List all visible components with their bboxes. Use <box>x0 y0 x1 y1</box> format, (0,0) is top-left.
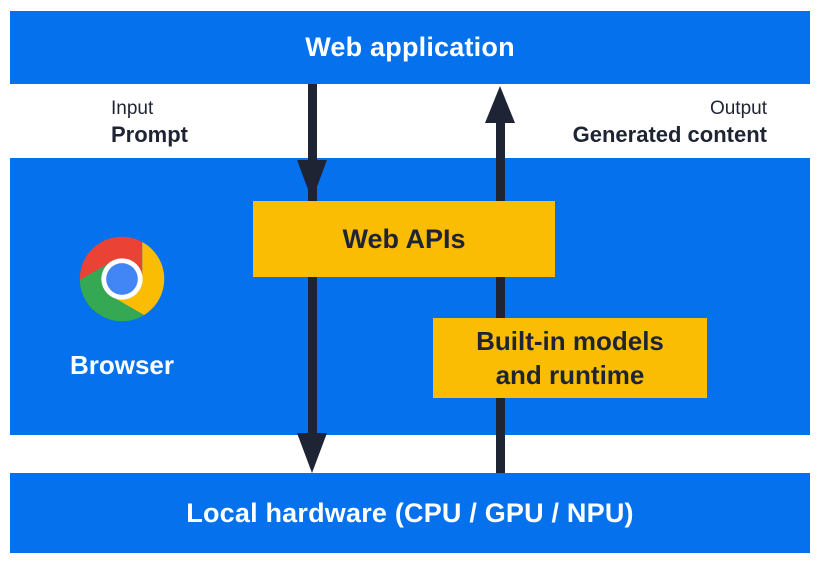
web-apis-box: Web APIs <box>253 201 555 277</box>
builtin-models-label-line1: Built-in models <box>476 326 664 356</box>
arrowhead-down-icon <box>297 160 327 200</box>
input-caption: Input <box>111 98 154 119</box>
web-application-label: Web application <box>305 32 515 62</box>
local-hardware-bar: Local hardware (CPU / GPU / NPU) <box>10 473 810 553</box>
output-flow-arrow <box>496 121 505 473</box>
arrowhead-down-icon <box>297 433 327 473</box>
output-caption: Output <box>709 98 767 119</box>
web-apis-label: Web APIs <box>342 224 466 254</box>
arrowhead-up-icon <box>485 86 515 123</box>
builtin-models-box: Built-in models and runtime <box>433 318 707 398</box>
output-label: Generated content <box>572 122 767 147</box>
web-application-bar: Web application <box>10 11 810 84</box>
chrome-logo-icon <box>79 236 165 322</box>
local-hardware-label: Local hardware (CPU / GPU / NPU) <box>186 497 634 528</box>
builtin-models-label-line2: and runtime <box>495 360 645 390</box>
browser-label: Browser <box>69 350 175 380</box>
output-labels: Output Generated content <box>573 97 767 149</box>
input-labels: Input Prompt <box>111 97 188 149</box>
input-label: Prompt <box>111 122 188 147</box>
